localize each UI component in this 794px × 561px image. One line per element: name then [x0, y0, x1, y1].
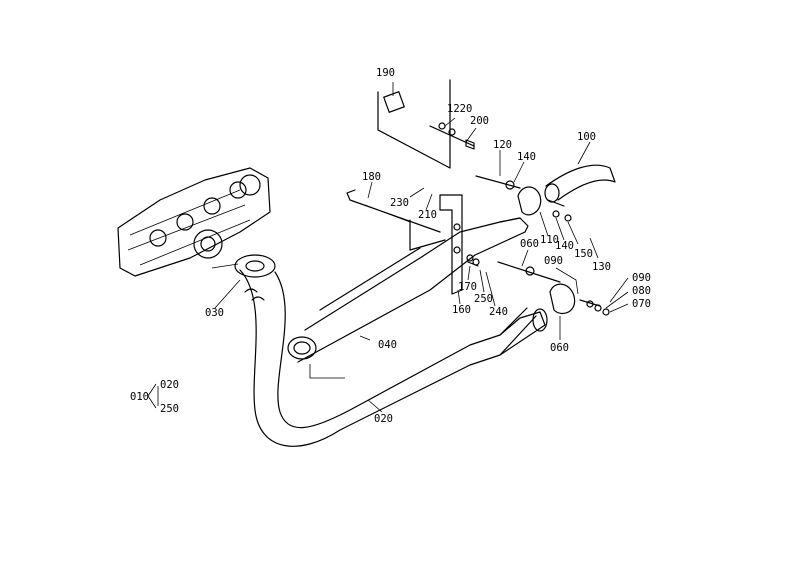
part-label: 240 — [489, 306, 508, 318]
part-label: 110 — [540, 234, 559, 246]
flange-gasket — [234, 254, 276, 301]
part-label: 140 — [555, 240, 574, 252]
part-label: 090 — [632, 272, 651, 284]
part-label: 120 — [493, 139, 512, 151]
upper-clamp — [475, 175, 572, 222]
tail-pipe — [544, 164, 616, 203]
part-label: 250 — [160, 403, 179, 415]
part-label: 200 — [470, 115, 489, 127]
part-label: 160 — [452, 304, 471, 316]
part-labels: 190 1220 200 120 140 100 180 230 210 110… — [130, 67, 651, 425]
part-label: 100 — [577, 131, 596, 143]
engine-manifold — [117, 167, 271, 277]
part-label: 170 — [458, 281, 477, 293]
part-label: 020 — [374, 413, 393, 425]
part-label: 090 — [544, 255, 563, 267]
part-label: 020 — [160, 379, 179, 391]
part-label: 190 — [376, 67, 395, 79]
part-label: 010 — [130, 391, 149, 403]
leader-lines — [147, 82, 629, 413]
part-label: 210 — [418, 209, 437, 221]
exhaust-pipe — [239, 269, 548, 447]
muffler-bracket — [346, 189, 463, 295]
part-label: 060 — [520, 238, 539, 250]
part-label: 250 — [474, 293, 493, 305]
part-label: 070 — [632, 298, 651, 310]
part-label: 1220 — [447, 103, 472, 115]
part-label: 030 — [205, 307, 224, 319]
lower-clamp — [466, 254, 610, 316]
mounting-plate — [377, 79, 475, 169]
part-label: 080 — [632, 285, 651, 297]
part-label: 180 — [362, 171, 381, 183]
part-label: 060 — [550, 342, 569, 354]
part-label: 150 — [574, 248, 593, 260]
part-label: 130 — [592, 261, 611, 273]
part-label: 040 — [378, 339, 397, 351]
part-label: 230 — [390, 197, 409, 209]
part-label: 140 — [517, 151, 536, 163]
